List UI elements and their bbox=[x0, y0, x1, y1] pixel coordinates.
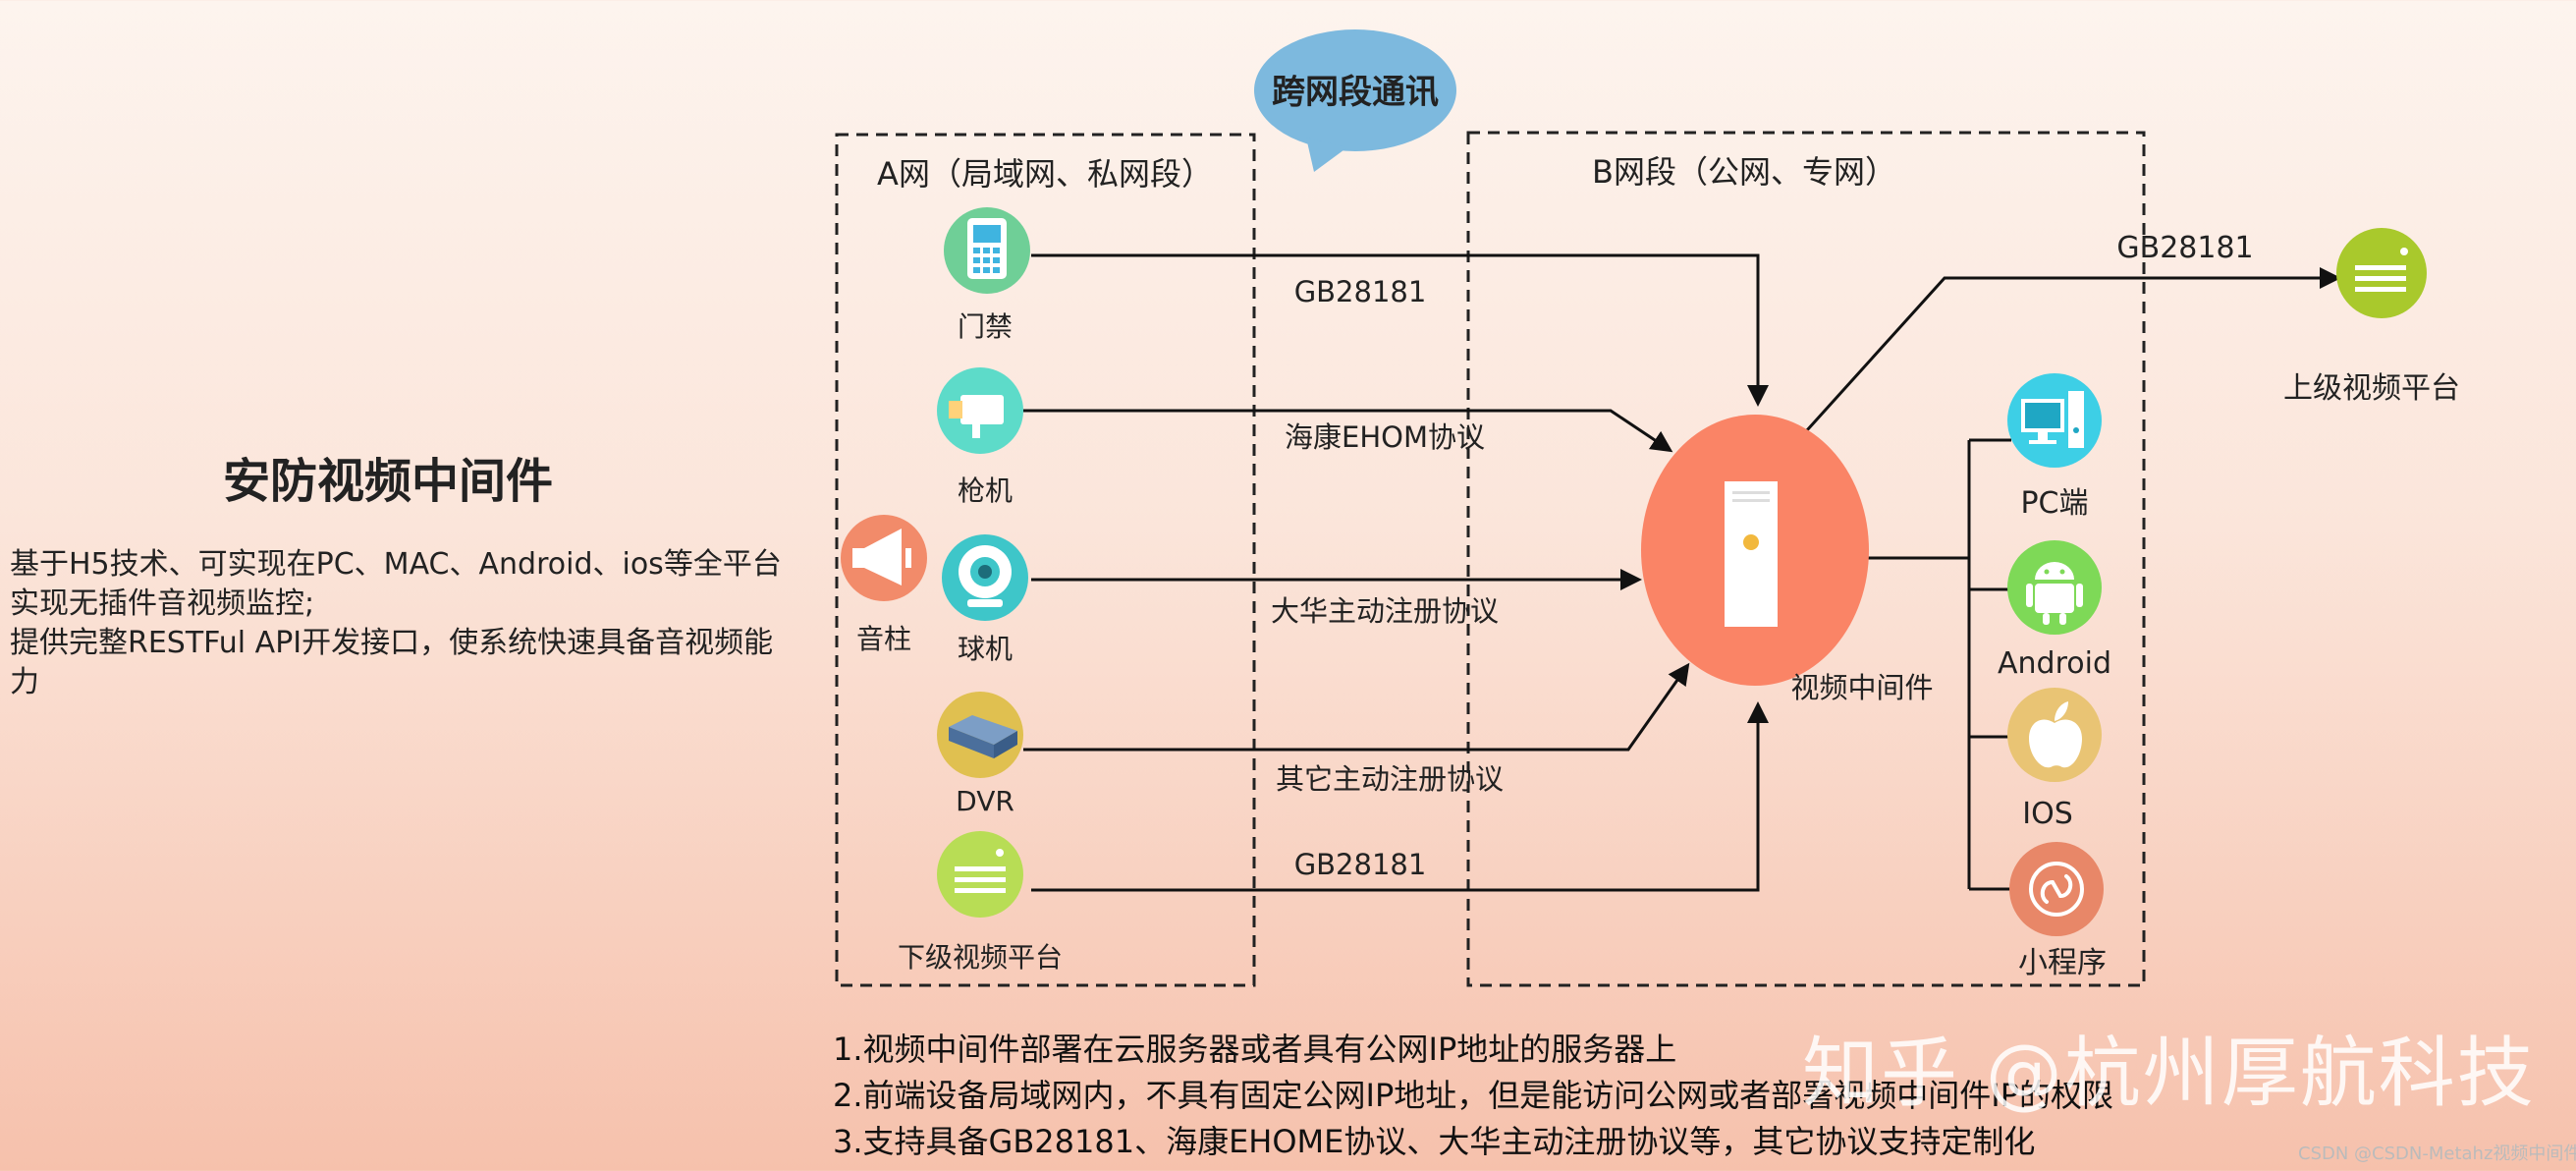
client-label: PC端 bbox=[2020, 486, 2088, 521]
watermark: 知乎 @杭州厚航科技 bbox=[1802, 1030, 2536, 1118]
protocol-label: 其它主动注册协议 bbox=[1276, 762, 1504, 796]
upstream-platform: 上级视频平台 bbox=[2283, 228, 2460, 406]
speaker-label: 音柱 bbox=[856, 623, 911, 655]
client-label: Android bbox=[1998, 646, 2111, 681]
client-mini-program: 小程序 bbox=[2009, 842, 2107, 980]
bubble-label: 跨网段通讯 bbox=[1272, 73, 1439, 112]
device-speaker: 音柱 bbox=[841, 515, 927, 655]
client-android: Android bbox=[1998, 540, 2111, 681]
page-title: 安防视频中间件 bbox=[222, 454, 553, 509]
network-b-label: B网段（公网、专网） bbox=[1592, 153, 1896, 191]
description: 基于H5技术、可实现在PC、MAC、Android、ios等全平台 实现无插件音… bbox=[10, 545, 786, 702]
client-label: 小程序 bbox=[2018, 946, 2107, 980]
device-lower-platform: 下级视频平台 bbox=[898, 831, 1063, 974]
middleware-node: 视频中间件 bbox=[1641, 415, 1934, 704]
note-line: 2.前端设备局域网内，不具有固定公网IP地址，但是能访问公网或者部署视频中间件I… bbox=[833, 1077, 2114, 1114]
device-dome-camera: 球机 bbox=[942, 534, 1028, 665]
cross-network-bubble: 跨网段通讯 bbox=[1254, 29, 1456, 172]
protocol-label: GB28181 bbox=[1294, 275, 1427, 308]
description-line: 实现无插件音视频监控; bbox=[10, 586, 315, 621]
middleware-label: 视频中间件 bbox=[1790, 671, 1933, 704]
connections bbox=[1023, 253, 2341, 892]
device-dvr: DVR bbox=[937, 692, 1023, 817]
device-label: 下级视频平台 bbox=[898, 941, 1063, 974]
device-label: 球机 bbox=[958, 633, 1013, 665]
protocol-label: 海康EHOM协议 bbox=[1285, 420, 1485, 454]
network-b-box bbox=[1466, 131, 2146, 987]
description-line: 力 bbox=[10, 665, 39, 699]
client-pc: PC端 bbox=[2007, 373, 2102, 521]
platform-icon bbox=[937, 831, 1023, 918]
note-line: 3.支持具备GB28181、海康EHOME协议、大华主动注册协议等，其它协议支持… bbox=[833, 1123, 2036, 1160]
protocol-label: GB28181 bbox=[1294, 848, 1427, 881]
device-label: DVR bbox=[956, 785, 1014, 817]
platform-icon bbox=[2336, 228, 2427, 318]
upstream-protocol-label: GB28181 bbox=[2116, 231, 2253, 265]
line-lower-platform bbox=[1031, 701, 1769, 892]
network-a-box bbox=[835, 133, 1256, 987]
note-line: 1.视频中间件部署在云服务器或者具有公网IP地址的服务器上 bbox=[833, 1031, 1677, 1068]
device-label: 枪机 bbox=[958, 474, 1013, 507]
line-upstream bbox=[1805, 267, 2341, 432]
line-access-control bbox=[1031, 253, 1769, 407]
device-label: 门禁 bbox=[958, 310, 1013, 343]
credit-text: CSDN @CSDN-Metahz视频中间件 bbox=[2298, 1143, 2576, 1164]
client-label: IOS bbox=[2022, 797, 2073, 831]
network-a-label: A网（局域网、私网段） bbox=[877, 155, 1213, 193]
description-line: 提供完整RESTFul API开发接口，使系统快速具备音视频能 bbox=[10, 626, 774, 660]
notes: 1.视频中间件部署在云服务器或者具有公网IP地址的服务器上 2.前端设备局域网内… bbox=[833, 1027, 2113, 1165]
line-dvr bbox=[1023, 662, 1690, 752]
line-bullet-camera bbox=[1023, 409, 1673, 453]
description-line: 基于H5技术、可实现在PC、MAC、Android、ios等全平台 bbox=[10, 547, 782, 582]
protocol-label: 大华主动注册协议 bbox=[1271, 594, 1499, 628]
device-bullet-camera: 枪机 bbox=[937, 367, 1023, 507]
device-access-control: 门禁 bbox=[944, 207, 1030, 343]
upstream-label: 上级视频平台 bbox=[2283, 371, 2460, 406]
client-ios: IOS bbox=[2007, 688, 2102, 831]
